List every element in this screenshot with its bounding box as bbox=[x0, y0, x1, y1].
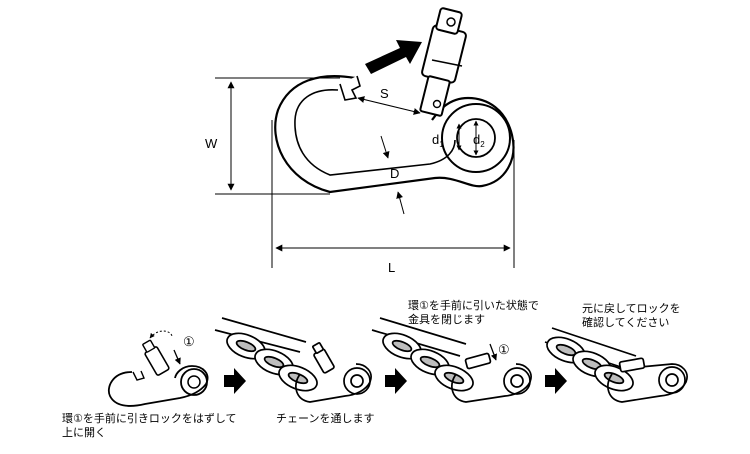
main-snap-hook bbox=[274, 7, 515, 194]
gate-notch bbox=[339, 75, 361, 101]
eye-outer-ring bbox=[441, 103, 511, 173]
hook-body-outline bbox=[274, 75, 515, 194]
step-arrow-3 bbox=[545, 368, 567, 394]
wire-diameter-lead-top bbox=[380, 135, 390, 159]
opening-dimension bbox=[357, 96, 421, 115]
step-1-caption: 環①を手前に引きロックをはずして 上に開く bbox=[62, 412, 237, 439]
label-d2: d2 bbox=[473, 132, 485, 149]
wire-diameter-lead-bottom bbox=[396, 191, 405, 215]
pull-direction-arrow bbox=[365, 40, 422, 74]
step-3-marker: ① bbox=[498, 342, 510, 357]
label-S: S bbox=[380, 86, 389, 101]
step-3-caption: 環①を手前に引いた状態で 金具を閉じます bbox=[408, 299, 539, 326]
label-W: W bbox=[205, 136, 218, 151]
step-4-lock-check bbox=[544, 327, 688, 403]
spring-gate-lever bbox=[419, 7, 467, 117]
step-1-open-gate bbox=[108, 330, 209, 407]
label-L: L bbox=[388, 260, 395, 275]
label-d1: d1 bbox=[432, 132, 444, 149]
step-arrow-1 bbox=[224, 368, 246, 394]
step-2-pass-chain bbox=[214, 317, 372, 403]
step-arrow-2 bbox=[385, 368, 407, 394]
step-1-marker: ① bbox=[183, 334, 195, 349]
step-3-close-gate bbox=[371, 317, 532, 403]
step-4-caption: 元に戻してロックを 確認してください bbox=[582, 302, 681, 329]
dimension-lines bbox=[215, 77, 515, 268]
step-2-caption: チェーンを通します bbox=[276, 412, 375, 425]
label-D: D bbox=[390, 166, 399, 181]
